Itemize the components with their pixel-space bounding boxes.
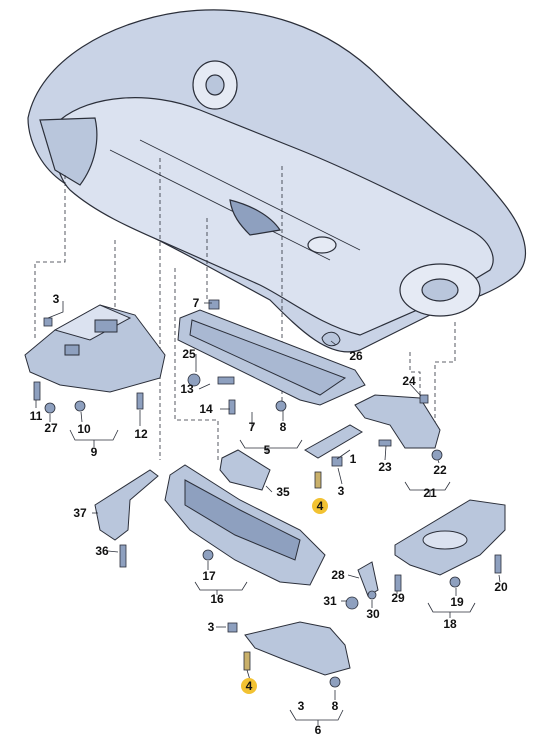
part-center-underbody-panel xyxy=(177,309,366,406)
callout-31: 31 xyxy=(323,594,337,608)
callout-14: 14 xyxy=(199,402,213,416)
callout-4-highlight: 4 xyxy=(312,498,328,514)
part-side-panel-16 xyxy=(164,464,326,586)
part-lower-shield-6 xyxy=(244,621,351,676)
part-engine-underbody-shield xyxy=(24,304,166,393)
callout-17: 17 xyxy=(202,569,216,583)
callout-36: 36 xyxy=(95,544,109,558)
callout-3: 3 xyxy=(52,292,60,306)
callout-27: 27 xyxy=(44,421,58,435)
callout-3c: 3 xyxy=(207,620,215,634)
callout-30: 30 xyxy=(366,607,380,621)
part-bracket-28 xyxy=(357,561,379,597)
callout-25: 25 xyxy=(182,347,196,361)
callout-5: 5 xyxy=(263,443,271,457)
callout-24: 24 xyxy=(402,374,416,388)
callout-3d: 3 xyxy=(297,699,305,713)
part-rear-bracket-21 xyxy=(354,394,441,449)
callout-8b: 8 xyxy=(331,699,339,713)
callout-3b: 3 xyxy=(337,484,345,498)
callout-12: 12 xyxy=(134,427,148,441)
part-box-35 xyxy=(219,449,271,491)
callout-22: 22 xyxy=(433,463,447,477)
callout-18: 18 xyxy=(443,617,457,631)
callout-8: 8 xyxy=(279,420,287,434)
callout-26: 26 xyxy=(349,349,363,363)
callout-19: 19 xyxy=(450,595,464,609)
fasteners xyxy=(33,299,502,688)
callout-1: 1 xyxy=(349,452,357,466)
callout-leaders xyxy=(35,301,501,725)
part-rear-cover-18 xyxy=(394,499,506,576)
car-body-underside xyxy=(27,9,527,353)
callout-6: 6 xyxy=(314,723,322,737)
callout-16: 16 xyxy=(210,592,224,606)
callout-9: 9 xyxy=(90,445,98,459)
callout-35: 35 xyxy=(276,485,290,499)
callout-29: 29 xyxy=(391,591,405,605)
callout-37: 37 xyxy=(73,506,87,520)
callout-7b: 7 xyxy=(248,420,256,434)
part-cap-26 xyxy=(321,331,341,347)
callout-20: 20 xyxy=(494,580,508,594)
part-strip-1 xyxy=(304,424,363,459)
callout-10: 10 xyxy=(77,422,91,436)
callout-4b-highlight: 4 xyxy=(241,678,257,694)
part-bracket-37 xyxy=(94,469,159,541)
callout-28: 28 xyxy=(331,568,345,582)
callout-13: 13 xyxy=(180,382,194,396)
callout-7: 7 xyxy=(192,296,200,310)
callout-11: 11 xyxy=(29,409,43,423)
callout-21: 21 xyxy=(423,486,437,500)
callout-23: 23 xyxy=(378,460,392,474)
